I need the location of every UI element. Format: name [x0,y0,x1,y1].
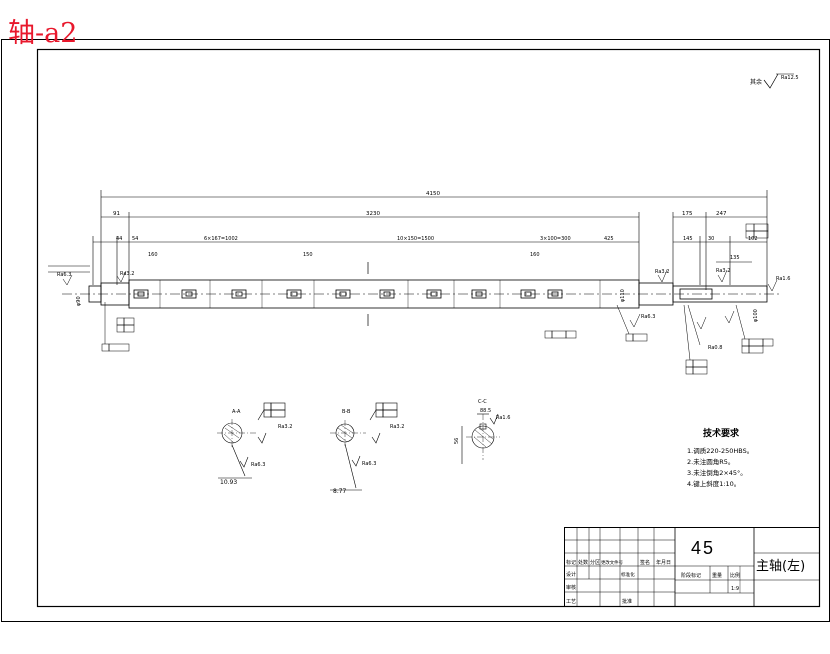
dim-425: 425 [604,236,614,242]
roughness-note-label: 其余 [750,78,762,86]
section-aa-dim: 10.93 [220,479,237,486]
dim-3x100: 3×100=300 [540,236,571,242]
dim-160b: 160 [530,252,540,258]
section-bb-dim: 8.77 [333,488,347,495]
outer-border [1,39,830,622]
tech-requirement-4: 4.键上斜度1:10。 [687,480,741,488]
dim-44: 44 [116,236,122,242]
section-cc-dim-b: 88.5 [480,408,491,414]
dim-overall: 4150 [426,191,440,197]
dim-247: 247 [716,211,727,217]
material-label: 45 [691,538,716,558]
ra-mid-a: Ra6.3 [641,314,655,320]
ra-right-c: Ra3.2 [716,268,730,274]
title-block [564,527,820,607]
dim-160: 160 [148,252,158,258]
tb-r1-c4: 更改文件号 [601,559,624,566]
dim-10x150: 10×150=1500 [397,236,434,242]
tb-r1-c2: 处数 [578,559,588,566]
overall-dimensions [92,190,768,290]
tb-r4-c1: 工艺 [566,599,576,605]
roughness-note-value: Ra12.5 [781,75,799,81]
ra-right-a: Ra1.6 [776,276,790,282]
dia-left: φ90 [76,296,82,306]
tb-r1-c1: 标记 [566,559,576,566]
dim-135: 135 [730,255,740,261]
tb-r1-c6: 年月日 [656,559,671,566]
shaft-callouts [48,223,778,375]
dim-175: 175 [682,211,693,217]
tech-requirement-1: 1.调质220-250HBS。 [687,447,754,455]
section-aa-label: A-A [232,409,241,415]
section-aa-ra-a: Ra3.2 [278,424,292,430]
corner-title: 轴-a2 [8,18,78,49]
title-block-labels: 标记 处数 分区 更改文件号 签名 年月日 设计 标准化 审核 工艺 批准 阶段… [566,559,740,605]
dim-145: 145 [683,236,693,242]
dim-3230: 3230 [366,211,380,217]
tb-r2-c3: 标准化 [621,571,635,578]
dim-150: 150 [303,252,313,258]
tb-weight-label: 重量 [712,572,722,579]
dim-54: 54 [132,236,138,242]
section-cc-label: C-C [478,399,487,405]
ra-left-b: Ra3.2 [120,271,134,277]
inner-border [36,48,821,608]
tb-r4-c3: 批准 [622,598,632,605]
shaft [62,262,780,326]
dim-102: 102 [748,236,758,242]
tb-r2-c1: 设计 [566,571,576,578]
section-cc [461,413,500,464]
dim-91: 91 [113,211,120,217]
roughness-note: 其余 Ra12.5 [750,73,799,89]
dim-6x167: 6×167=1002 [204,236,238,242]
section-bb-label: B-B [342,409,351,415]
part-name: 主轴(左) [756,559,806,574]
section-cc-ra: Ra1.6 [496,415,510,421]
tb-r1-c3: 分区 [590,559,600,566]
ra-right-b: Ra0.8 [708,345,722,351]
tb-r3-c1: 审核 [566,584,576,591]
section-bb-ra-a: Ra3.2 [390,424,404,430]
ra-mid-b: Ra3.2 [655,269,669,275]
dia-main: φ110 [620,289,626,302]
tech-requirement-2: 2.未注圆角R5。 [687,458,735,466]
tech-requirement-3: 3.未注倒角2×45°。 [687,469,747,477]
section-cc-dim-a: 56 [454,438,460,444]
dia-right: φ100 [753,309,759,322]
section-bb-ra-b: Ra6.3 [362,461,376,467]
tb-scale-label: 比例 [730,572,740,579]
section-bb [330,402,398,491]
tb-scale-value: 1:9 [731,586,739,592]
tb-r1-c5: 签名 [640,559,650,566]
section-aa-ra-b: Ra6.3 [251,462,265,468]
tb-stage-label: 阶段标记 [681,572,701,579]
dim-30: 30 [708,236,714,242]
tech-requirements-title: 技术要求 [703,429,740,439]
section-aa [217,402,286,479]
ra-left-a: Ra6.3 [57,272,71,278]
